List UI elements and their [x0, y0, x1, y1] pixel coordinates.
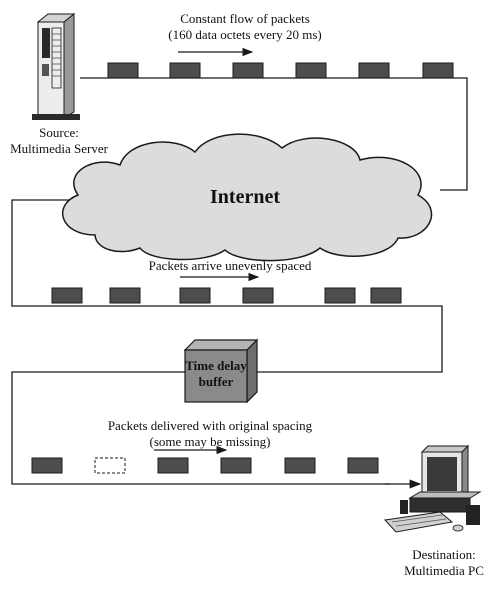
packet	[31, 457, 63, 474]
packet	[220, 457, 252, 474]
packet	[232, 62, 264, 79]
time-delay-buffer-box	[183, 338, 259, 404]
packet-path-line	[11, 77, 468, 485]
internet-cloud-icon	[61, 133, 433, 262]
internet-label: Internet	[210, 186, 280, 208]
delivered-caption-line1: Packets delivered with original spacing	[107, 418, 313, 433]
packet	[242, 287, 274, 304]
packet	[358, 62, 390, 79]
packet	[109, 287, 141, 304]
packet	[422, 62, 454, 79]
source-label-line1: Source:	[39, 125, 79, 140]
packet	[51, 287, 83, 304]
packet	[370, 287, 402, 304]
missing-packet	[94, 457, 126, 474]
desktop-pc-icon	[383, 444, 482, 533]
packet	[347, 457, 379, 474]
packet	[157, 457, 189, 474]
delivered-packets-row	[31, 457, 379, 474]
buffer-label-line2: buffer	[198, 374, 234, 389]
flow-caption-line1: Constant flow of packets	[180, 11, 310, 26]
buffer-label-line1: Time delay	[185, 358, 247, 373]
packet	[295, 62, 327, 79]
delivered-caption-line2: (some may be missing)	[149, 434, 271, 449]
sent-packets-row	[107, 62, 454, 79]
packet	[179, 287, 211, 304]
uneven-arrival-caption: Packets arrive unevenly spaced	[148, 258, 312, 273]
packet	[284, 457, 316, 474]
destination-label-line1: Destination:	[412, 547, 476, 562]
packet	[169, 62, 201, 79]
packet	[107, 62, 139, 79]
source-label-line2: Multimedia Server	[10, 141, 108, 156]
arrived-packets-row	[51, 287, 402, 304]
packet	[324, 287, 356, 304]
flow-caption-line2: (160 data octets every 20 ms)	[168, 27, 322, 42]
destination-label-line2: Multimedia PC	[404, 563, 484, 578]
server-tower-icon	[32, 12, 80, 120]
